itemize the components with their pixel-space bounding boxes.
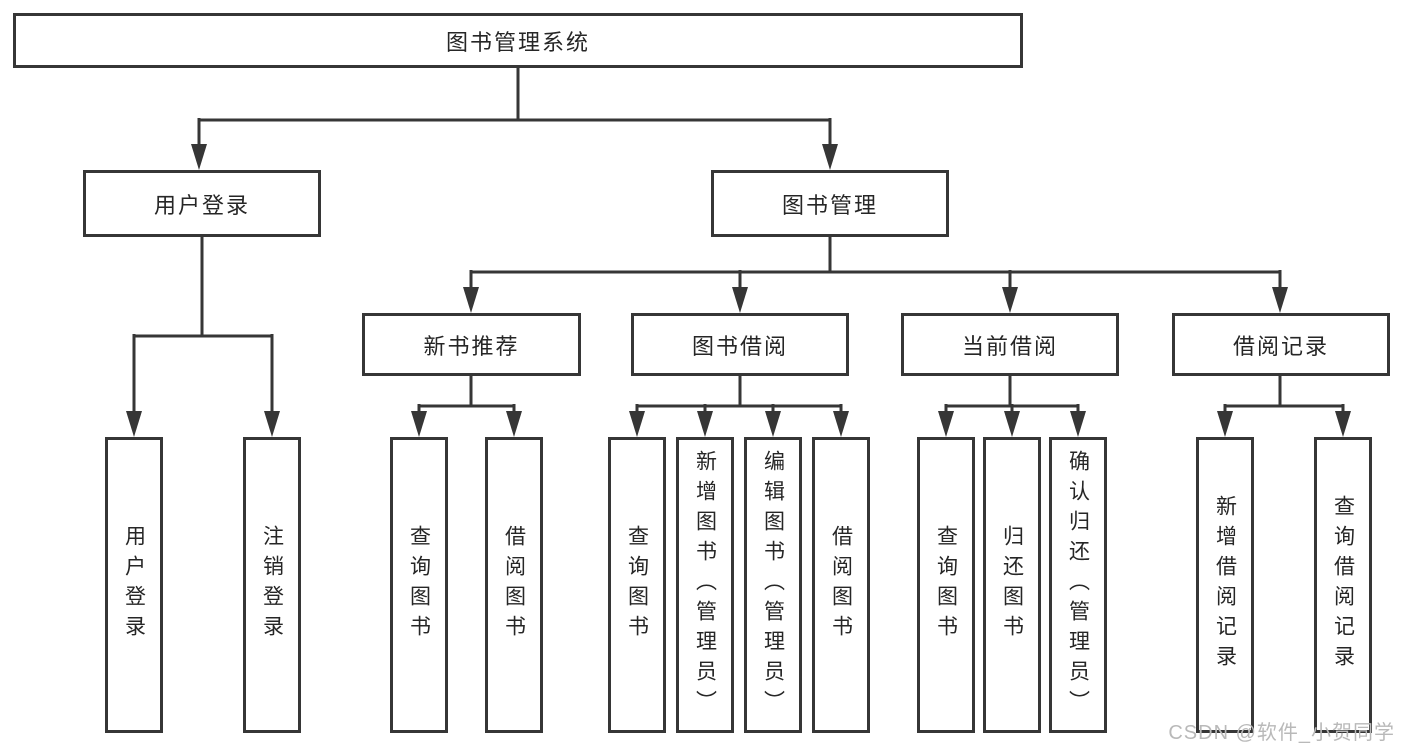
leaf-confirm-return-admin-label: 确认归还（管理员） (1066, 450, 1090, 720)
leaf-borrow-books-recommend-label: 借阅图书 (502, 525, 526, 645)
node-current-borrowing-label: 当前借阅 (961, 333, 1058, 359)
node-root: 图书管理系统 (13, 13, 1023, 68)
node-borrowing-records-label: 借阅记录 (1232, 333, 1329, 359)
node-borrowing-records: 借阅记录 (1172, 313, 1390, 376)
leaf-query-books-recommend-label: 查询图书 (407, 525, 431, 645)
node-new-book-recommend-label: 新书推荐 (423, 333, 520, 359)
leaf-add-books-admin-label: 新增图书（管理员） (693, 450, 717, 720)
leaf-query-borrow-record-label: 查询借阅记录 (1331, 495, 1355, 675)
leaf-borrow-books-recommend: 借阅图书 (485, 437, 543, 733)
leaf-query-books-borrowing-label: 查询图书 (625, 525, 649, 645)
leaf-add-borrow-record-label: 新增借阅记录 (1213, 495, 1237, 675)
node-book-management-label: 图书管理 (781, 192, 878, 218)
leaf-borrow-books-borrowing: 借阅图书 (812, 437, 870, 733)
node-book-borrowing: 图书借阅 (631, 313, 849, 376)
leaf-return-books: 归还图书 (983, 437, 1041, 733)
leaf-edit-books-admin: 编辑图书（管理员） (744, 437, 802, 733)
leaf-query-books-current-label: 查询图书 (934, 525, 958, 645)
leaf-return-books-label: 归还图书 (1000, 525, 1024, 645)
leaf-query-books-recommend: 查询图书 (390, 437, 448, 733)
leaf-query-books-borrowing: 查询图书 (608, 437, 666, 733)
leaf-logout: 注销登录 (243, 437, 301, 733)
leaf-edit-books-admin-label: 编辑图书（管理员） (761, 450, 785, 720)
leaf-query-borrow-record: 查询借阅记录 (1314, 437, 1372, 733)
leaf-logout-label: 注销登录 (260, 525, 284, 645)
node-current-borrowing: 当前借阅 (901, 313, 1119, 376)
leaf-user-login: 用户登录 (105, 437, 163, 733)
node-root-label: 图书管理系统 (445, 29, 590, 55)
leaf-confirm-return-admin: 确认归还（管理员） (1049, 437, 1107, 733)
leaf-user-login-label: 用户登录 (122, 525, 146, 645)
node-book-management: 图书管理 (711, 170, 949, 237)
leaf-query-books-current: 查询图书 (917, 437, 975, 733)
node-user-login-label: 用户登录 (153, 192, 250, 218)
node-new-book-recommend: 新书推荐 (362, 313, 581, 376)
csdn-watermark: CSDN @软件_小贺同学 (1168, 722, 1395, 744)
leaf-add-borrow-record: 新增借阅记录 (1196, 437, 1254, 733)
node-book-borrowing-label: 图书借阅 (691, 333, 788, 359)
leaf-borrow-books-borrowing-label: 借阅图书 (829, 525, 853, 645)
leaf-add-books-admin: 新增图书（管理员） (676, 437, 734, 733)
node-user-login: 用户登录 (83, 170, 321, 237)
